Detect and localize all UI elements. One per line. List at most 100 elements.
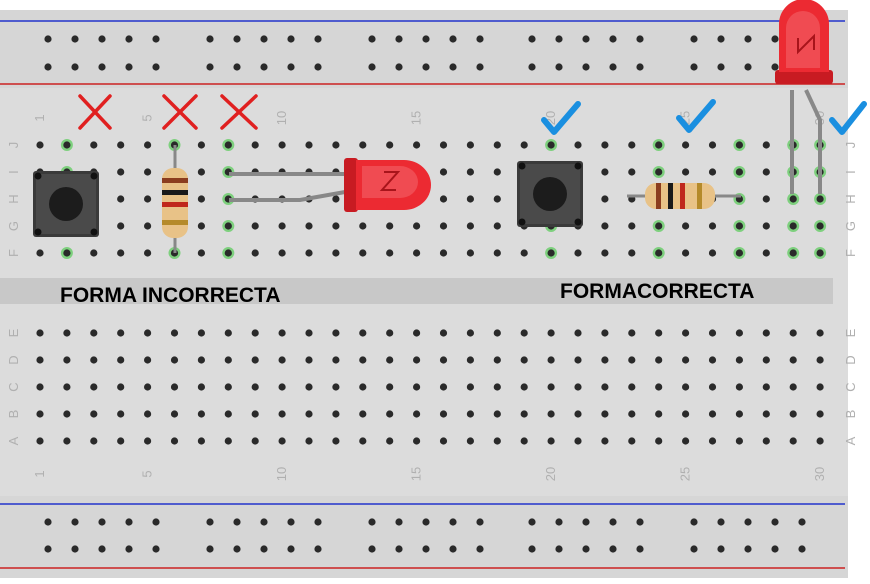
- rail-hole: [449, 545, 457, 553]
- breadboard-hole: [117, 437, 125, 445]
- breadboard-hole: [547, 437, 555, 445]
- cross-mark-1: [78, 94, 112, 130]
- breadboard-hole: [655, 329, 663, 337]
- breadboard-hole: [789, 437, 797, 445]
- rail-hole: [555, 545, 563, 553]
- rail-hole: [449, 35, 457, 43]
- breadboard-hole: [144, 195, 152, 203]
- breadboard-hole: [251, 356, 259, 364]
- rail-hole: [44, 545, 52, 553]
- row-letter: J: [6, 142, 21, 149]
- breadboard-hole: [386, 141, 394, 149]
- breadboard-hole: [170, 356, 179, 364]
- breadboard-hole: [493, 141, 501, 149]
- breadboard-hole: [466, 249, 474, 257]
- breadboard-hole: [63, 437, 71, 445]
- rail-hole: [422, 545, 430, 553]
- breadboard-hole: [439, 249, 448, 257]
- column-number: 15: [409, 467, 424, 481]
- breadboard-hole: [682, 329, 690, 337]
- resistor-incorrect: [162, 145, 188, 253]
- rail-hole: [98, 63, 106, 71]
- rail-hole: [798, 518, 806, 526]
- breadboard-hole: [90, 437, 98, 445]
- breadboard-hole: [413, 356, 421, 364]
- rail-hole: [206, 63, 214, 71]
- rail-hole: [125, 63, 133, 71]
- breadboard-hole: [520, 437, 528, 445]
- rail-hole: [476, 35, 484, 43]
- breadboard-hole: [278, 249, 286, 257]
- breadboard-hole: [278, 356, 286, 364]
- breadboard-hole: [359, 329, 367, 337]
- rail-hole: [771, 518, 779, 526]
- breadboard-hole: [332, 195, 340, 203]
- breadboard-hole: [493, 383, 501, 391]
- rail-hole: [690, 518, 698, 526]
- rail-hole: [528, 545, 536, 553]
- breadboard-hole: [547, 329, 555, 337]
- breadboard-hole: [789, 329, 797, 337]
- breadboard-hole: [789, 410, 797, 418]
- breadboard-hole: [789, 195, 797, 203]
- breadboard-hole: [36, 141, 44, 149]
- breadboard-hole: [117, 195, 125, 203]
- breadboard-hole: [63, 410, 71, 418]
- breadboard-hole: [682, 410, 690, 418]
- breadboard-hole: [466, 410, 474, 418]
- rail-hole: [152, 63, 160, 71]
- row-letter: F: [843, 249, 858, 257]
- breadboard-hole: [305, 437, 313, 445]
- rail-hole: [744, 518, 752, 526]
- rail-hole: [717, 35, 725, 43]
- breadboard-hole: [466, 168, 474, 176]
- breadboard-hole: [762, 383, 770, 391]
- breadboard-hole: [305, 222, 313, 230]
- rail-hole: [368, 35, 376, 43]
- breadboard-hole: [359, 222, 367, 230]
- breadboard-hole: [278, 437, 286, 445]
- rail-hole: [582, 518, 590, 526]
- check-mark-2: [676, 99, 716, 133]
- row-letter: E: [843, 328, 858, 337]
- breadboard-hole: [735, 168, 744, 176]
- breadboard-hole: [278, 383, 286, 391]
- rail-hole: [98, 35, 106, 43]
- breadboard-hole: [251, 437, 259, 445]
- breadboard-hole: [655, 410, 663, 418]
- rail-hole: [314, 545, 322, 553]
- breadboard-hole: [305, 410, 313, 418]
- breadboard-hole: [63, 383, 71, 391]
- breadboard-hole: [413, 222, 421, 230]
- rail-hole: [152, 518, 160, 526]
- breadboard-hole: [224, 222, 232, 230]
- breadboard-hole: [90, 383, 98, 391]
- breadboard-hole: [655, 383, 663, 391]
- breadboard-hole: [413, 141, 421, 149]
- rail-hole: [395, 545, 403, 553]
- breadboard-hole: [332, 329, 340, 337]
- breadboard-hole: [170, 329, 179, 337]
- breadboard-hole: [439, 410, 448, 418]
- breadboard-hole: [439, 356, 448, 364]
- breadboard-hole: [628, 249, 636, 257]
- breadboard-hole: [762, 249, 770, 257]
- breadboard-hole: [682, 437, 690, 445]
- rail-hole: [233, 35, 241, 43]
- breadboard-hole: [708, 249, 717, 257]
- row-letter: C: [843, 382, 858, 391]
- breadboard-hole: [816, 437, 824, 445]
- rail-hole: [771, 63, 779, 71]
- breadboard-hole: [466, 383, 474, 391]
- breadboard-hole: [197, 195, 205, 203]
- rail-hole: [555, 35, 563, 43]
- breadboard-hole: [628, 168, 636, 176]
- breadboard-hole: [90, 141, 98, 149]
- breadboard-hole: [224, 141, 232, 149]
- breadboard-hole: [466, 329, 474, 337]
- breadboard-hole: [601, 168, 609, 176]
- rail-hole: [125, 518, 133, 526]
- breadboard-hole: [359, 383, 367, 391]
- rail-hole: [260, 35, 268, 43]
- rail-hole: [744, 35, 752, 43]
